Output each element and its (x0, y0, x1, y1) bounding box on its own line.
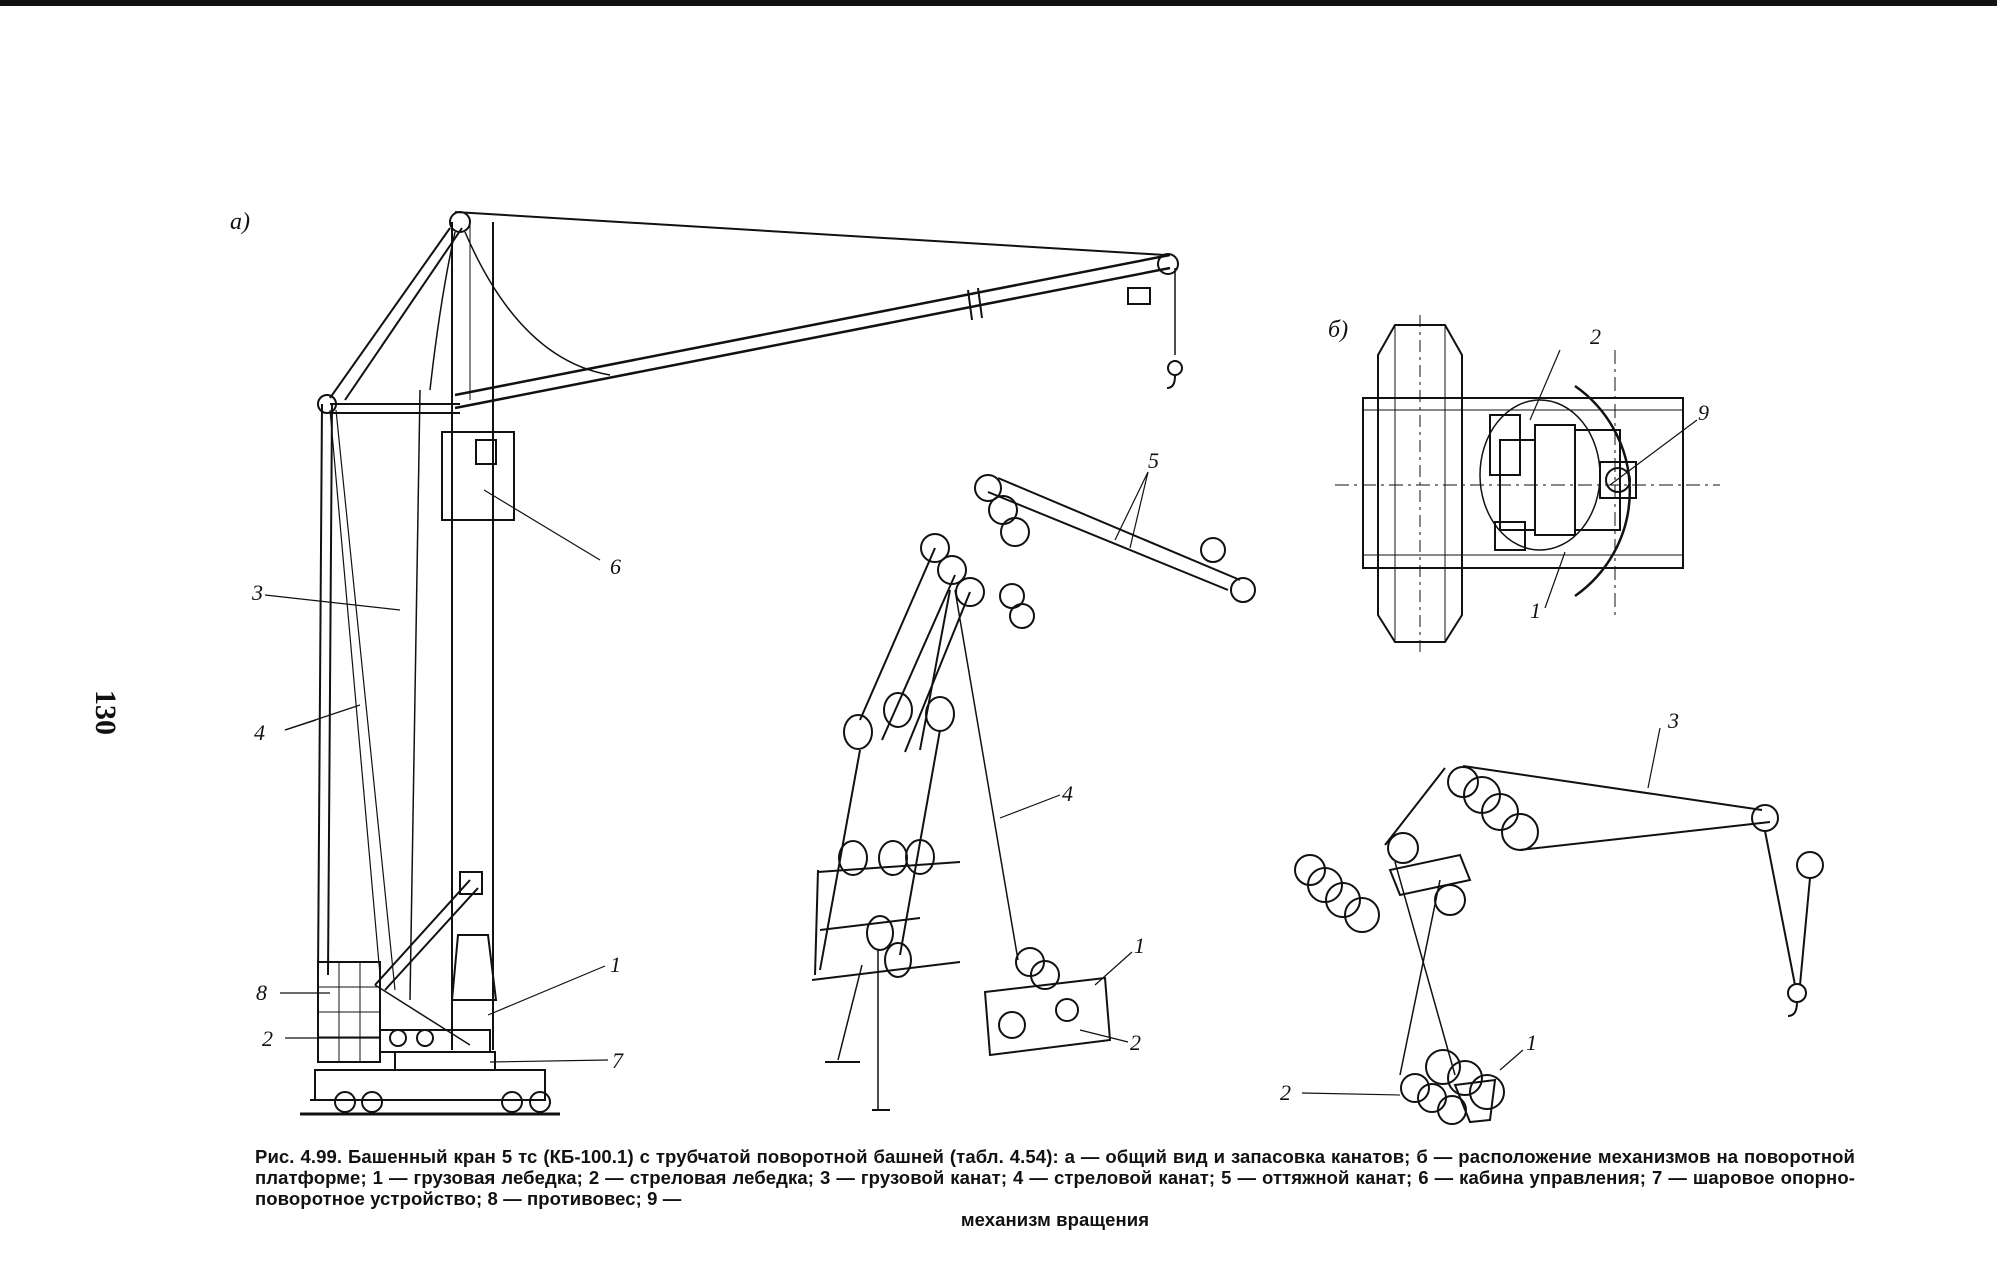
subfigure-b-label: б) (1328, 317, 1349, 343)
label-1-plan: 1 (1530, 598, 1541, 623)
label-4-reeving: 4 (1062, 781, 1073, 806)
operator-cabin (441, 431, 515, 521)
label-4-boom-rope: 4 (254, 720, 265, 745)
page-number: 130 (89, 690, 122, 735)
label-9-slew-mechanism: 9 (1698, 400, 1709, 425)
caption-line-1: Рис. 4.99. Башенный кран 5 тс (КБ-100.1)… (255, 1146, 1411, 1167)
scan-top-border (0, 0, 1997, 6)
label-2-hoist: 2 (1280, 1080, 1291, 1105)
subfigure-a-label: а) (230, 209, 250, 235)
caption-line-4: механизм вращения (960, 1209, 1150, 1230)
crane-general-view (264, 211, 1183, 1116)
label-2-plan: 2 (1590, 324, 1601, 349)
label-1-hoist-winch: 1 (610, 952, 621, 977)
figure-caption: Рис. 4.99. Башенный кран 5 тс (КБ-100.1)… (255, 1146, 1855, 1230)
caption-line-2: б — расположение механизмов на поворотно… (255, 1146, 1855, 1188)
label-7-slewing-ring: 7 (612, 1048, 623, 1073)
load-rope-diagram (1294, 727, 1824, 1125)
label-2-boom-winch: 2 (262, 1026, 273, 1051)
rope-reeving-diagram (811, 471, 1256, 1111)
label-1-reeving: 1 (1134, 933, 1145, 958)
label-3-hoist: 3 (1668, 708, 1679, 733)
label-8-counterweight: 8 (256, 980, 267, 1005)
label-5-stay-rope: 5 (1148, 448, 1159, 473)
label-1-hoist: 1 (1526, 1030, 1537, 1055)
label-2-reeving: 2 (1130, 1030, 1141, 1055)
platform-plan-view (1335, 315, 1720, 655)
caption-line-3: стреловой канат; 5 — оттяжной канат; 6 —… (255, 1167, 1855, 1209)
label-3-load-rope: 3 (252, 580, 263, 605)
label-6-cabin: 6 (610, 554, 621, 579)
